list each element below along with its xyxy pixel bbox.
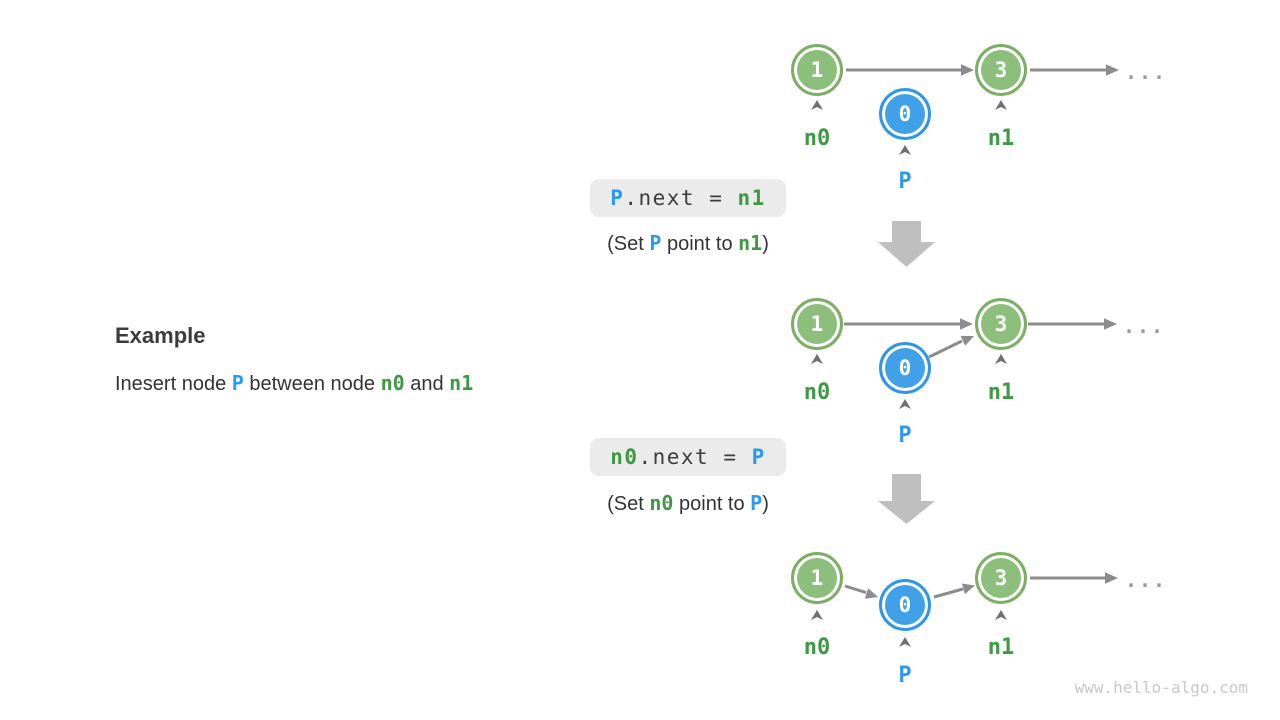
pointer-label-p: P (898, 169, 912, 194)
pointer-label-n0: n0 (803, 126, 831, 151)
pointer-label-n1: n1 (987, 126, 1015, 151)
sentence-token-n0: n0 (380, 371, 405, 395)
arrowhead-row2-rest (1104, 318, 1117, 330)
node-n0-value: 1 (791, 44, 843, 96)
arrowhead-row1-n0-n1 (961, 64, 974, 76)
node-n0-value: 1 (791, 298, 843, 350)
pointer-label-n1: n1 (987, 635, 1015, 660)
pointer-label-n0: n0 (803, 635, 831, 660)
arrowhead-row3-n0-p (864, 588, 878, 599)
site-watermark: www.hello-algo.com (1074, 678, 1248, 697)
caret-up-icon (899, 399, 911, 409)
pointer-label-p: P (898, 663, 912, 688)
caption-pre: (Set (607, 493, 650, 515)
pointer-label-n1: n1 (987, 380, 1015, 405)
caret-up-icon (811, 610, 823, 620)
list-continues-ellipsis: ... (1124, 60, 1168, 84)
caret-up-icon (995, 610, 1007, 620)
caret-up-icon (899, 637, 911, 647)
caption-mid: point to (661, 233, 739, 255)
arrowhead-row3-rest (1105, 572, 1118, 584)
caret-up-icon (811, 354, 823, 364)
caret-up-icon (995, 354, 1007, 364)
arrowhead-row2-n0-n1 (960, 318, 973, 330)
example-sentence: Inesert node P between node n0 and n1 (115, 371, 473, 396)
caption-post: ) (762, 233, 769, 255)
node-n1-value: 3 (975, 552, 1027, 604)
arrow-row3-n0-to-p (844, 584, 867, 595)
caret-up-icon (899, 145, 911, 155)
caret-up-icon (811, 100, 823, 110)
pointer-label-p: P (898, 423, 912, 448)
node-n0-value: 1 (791, 552, 843, 604)
code-token: P (751, 445, 766, 469)
caption-step1: (Set P point to n1) (558, 230, 818, 257)
caption-post: ) (762, 493, 769, 515)
sentence-token-p: P (231, 371, 244, 395)
arrowhead-row2-p-n1 (960, 335, 974, 346)
caption-token: n1 (738, 231, 763, 255)
caret-up-icon (995, 100, 1007, 110)
caption-step2: (Set n0 point to P) (558, 490, 818, 517)
code-token: P (610, 186, 625, 210)
caption-token: P (750, 491, 763, 515)
arrow-row2-p-to-n1 (928, 339, 963, 359)
node-p-value: 0 (879, 579, 931, 631)
arrowhead-row3-p-n1 (961, 583, 975, 595)
code-chip-step2: n0.next = P (590, 438, 786, 476)
arrowhead-row1-rest (1106, 64, 1119, 76)
sentence-pre: Inesert node (115, 373, 232, 395)
node-p-value: 0 (879, 88, 931, 140)
example-heading: Example (115, 323, 206, 348)
sentence-mid: between node (243, 373, 381, 395)
code-token: n1 (737, 186, 766, 210)
caption-mid: point to (673, 493, 751, 515)
node-p-value: 0 (879, 342, 931, 394)
arrow-row3-p-to-n1 (933, 587, 964, 599)
node-n1-value: 3 (975, 298, 1027, 350)
caption-token: P (649, 231, 662, 255)
code-token: .next = (638, 445, 752, 469)
list-continues-ellipsis: ... (1124, 568, 1168, 592)
step-down-arrow-icon (878, 221, 935, 267)
code-chip-step1: P.next = n1 (590, 179, 786, 217)
pointer-label-n0: n0 (803, 380, 831, 405)
sentence-and: and (404, 373, 450, 395)
sentence-token-n1: n1 (449, 371, 474, 395)
step-down-arrow-icon (878, 474, 935, 524)
caption-token: n0 (649, 491, 674, 515)
caption-pre: (Set (607, 233, 650, 255)
node-n1-value: 3 (975, 44, 1027, 96)
code-token: n0 (610, 445, 639, 469)
code-token: .next = (624, 186, 738, 210)
list-continues-ellipsis: ... (1122, 314, 1166, 338)
